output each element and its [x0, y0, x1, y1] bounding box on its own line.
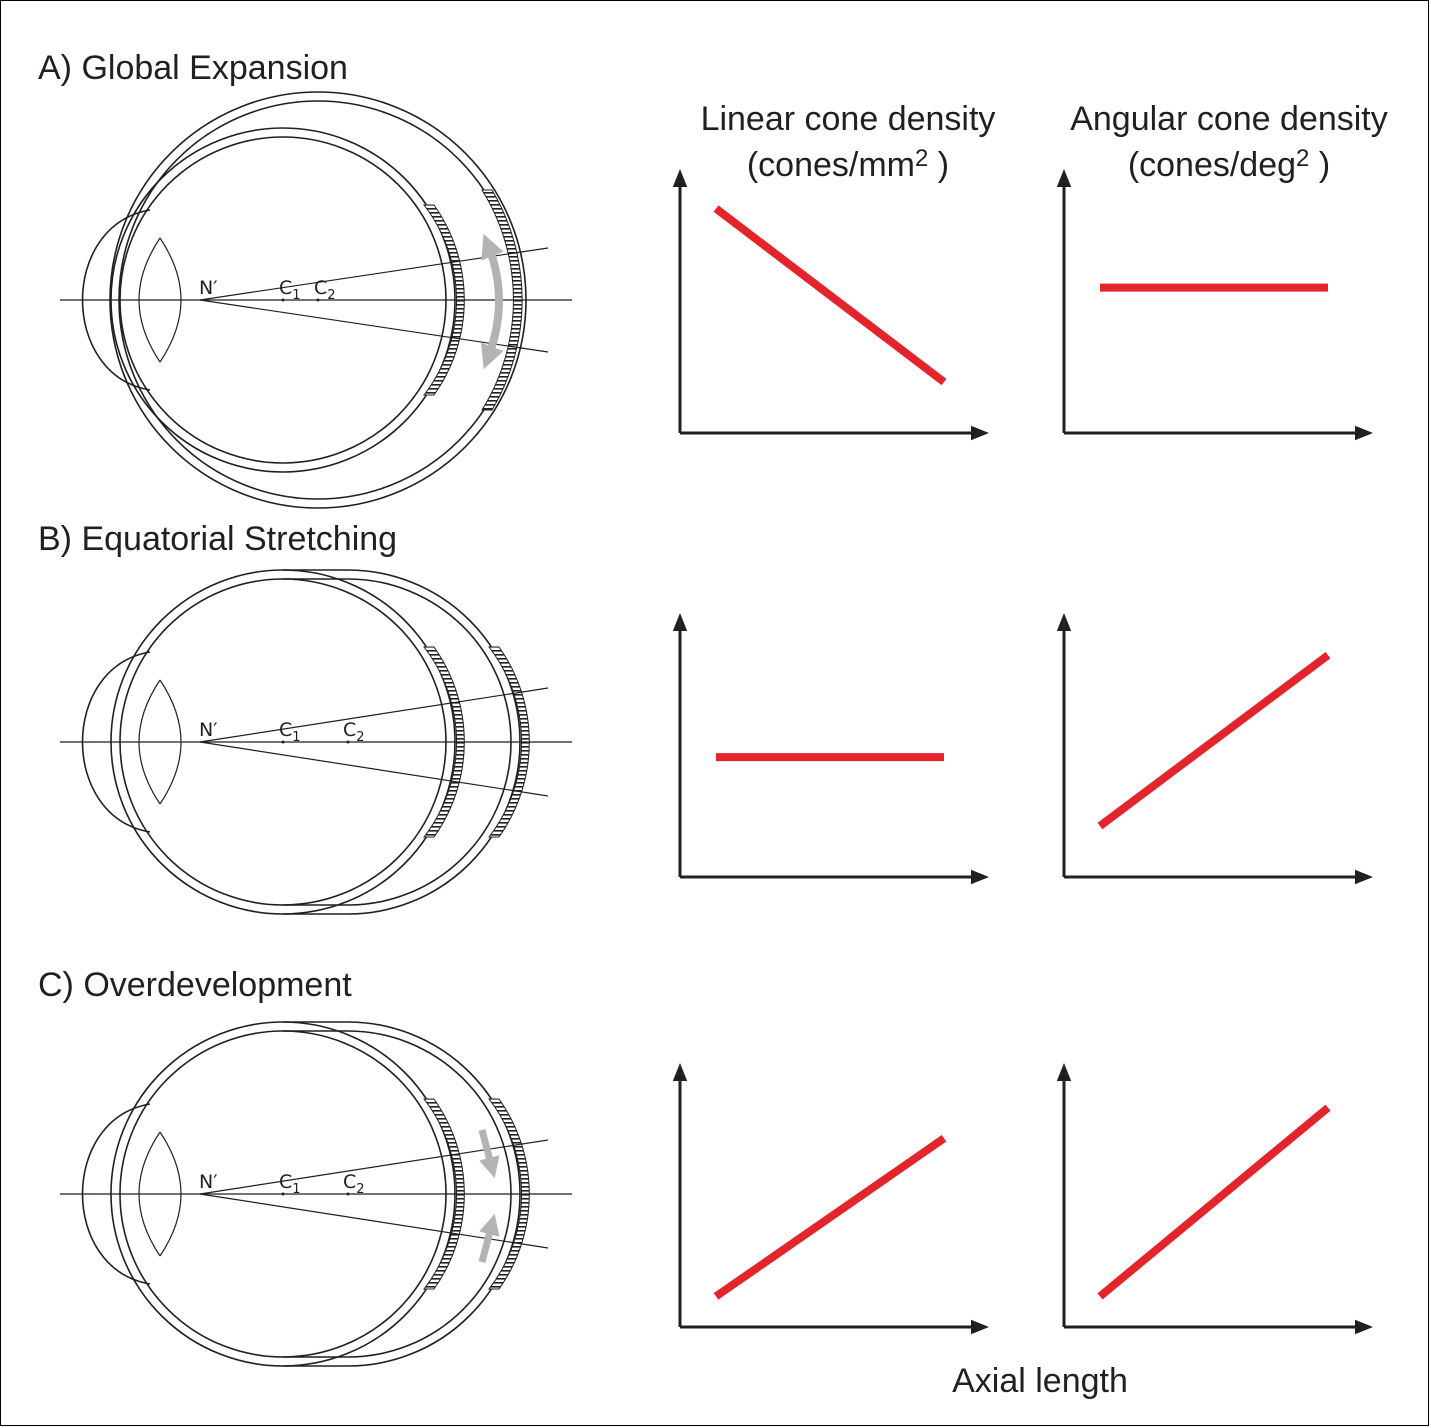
nodal-point-label: N′ [199, 1171, 218, 1193]
x-axis-label: Axial length [952, 1362, 1128, 1400]
center-2-label: C2 [343, 719, 365, 745]
panel-c-title: C) Overdevelopment [38, 966, 352, 1004]
center-point-1 [281, 740, 285, 744]
center-2-label: C2 [314, 277, 336, 303]
center-point-1 [281, 1192, 285, 1196]
center-1-label: C1 [279, 719, 301, 745]
expanded-retina [481, 189, 523, 411]
center-1-label: C1 [279, 1171, 301, 1197]
gray-arrow-down [478, 1129, 500, 1179]
panel-c-linear-trend-line [713, 1135, 947, 1300]
overdeveloped-retina [487, 1098, 530, 1290]
stretched-retina [487, 646, 530, 838]
panel-b-angular-trend-line [1097, 651, 1331, 830]
original-retina [422, 204, 465, 396]
ray-upper [199, 1139, 549, 1195]
gray-arrow-up [478, 1213, 500, 1263]
center-point-2 [346, 740, 350, 744]
center-point-2 [346, 1192, 350, 1196]
panel-a-title: A) Global Expansion [38, 49, 348, 87]
ray-upper [199, 687, 549, 743]
panel-c-angular-trend-line [1097, 1104, 1331, 1300]
eye-diagram-equatorial-stretching: N′ C1 C2 [60, 569, 572, 915]
angular-density-title: Angular cone density [1070, 100, 1388, 138]
trend-lines-group [713, 205, 1331, 1300]
angular-density-units: (cones/deg2 ) [1128, 145, 1330, 184]
center-point-2 [316, 298, 320, 302]
eye-diagram-overdevelopment: N′ C1 C2 [60, 1021, 572, 1367]
center-point-1 [281, 298, 285, 302]
linear-density-title: Linear cone density [701, 100, 996, 138]
panel-a-linear-trend-line [713, 205, 947, 386]
center-1-label: C1 [279, 277, 301, 303]
ray-lower [199, 1193, 549, 1249]
center-2-label: C2 [343, 1171, 365, 1197]
panel-b-title: B) Equatorial Stretching [38, 520, 397, 558]
eye-diagram-global-expansion: N′ C1 C2 [60, 91, 572, 509]
ray-lower [199, 741, 549, 797]
gray-expansion-arrow [481, 233, 504, 370]
original-retina [422, 646, 465, 838]
nodal-point-label: N′ [199, 719, 218, 741]
chart-axes-group [672, 169, 1373, 1335]
nodal-point-label: N′ [199, 277, 218, 299]
original-retina [422, 1098, 465, 1290]
linear-density-units: (cones/mm2 ) [747, 145, 949, 184]
